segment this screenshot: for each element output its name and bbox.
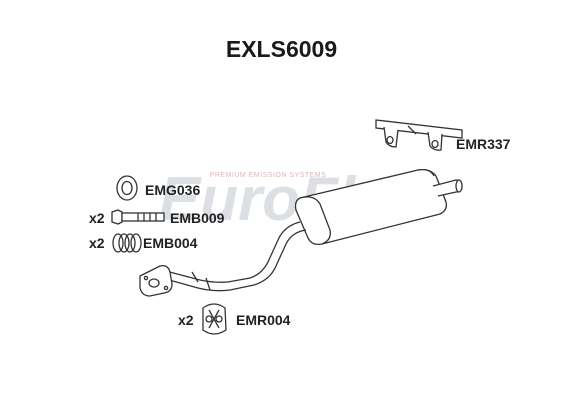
part-number-title: EXLS6009 — [225, 36, 338, 62]
label-emb009: EMB009 — [170, 210, 225, 226]
emr337-mounting-bracket — [375, 119, 463, 151]
emb009-bolt-icon — [111, 209, 165, 225]
label-emr004: EMR004 — [236, 312, 291, 328]
exhaust-intermediate-pipe — [139, 221, 307, 297]
emg036-gasket-icon — [116, 175, 138, 201]
emr004-rubber-hanger-icon — [202, 303, 227, 335]
emb004-spring-icon — [112, 233, 142, 253]
quantity-emr004: x2 — [178, 312, 194, 328]
quantity-emb009: x2 — [89, 210, 105, 226]
watermark-tagline: PREMIUM EMISSION SYSTEMS — [210, 172, 327, 179]
label-emr337: EMR337 — [456, 136, 511, 152]
label-emb004: EMB004 — [143, 235, 198, 251]
label-emg036: EMG036 — [145, 182, 201, 198]
quantity-emb004: x2 — [89, 235, 105, 251]
rear-silencer — [294, 168, 463, 246]
